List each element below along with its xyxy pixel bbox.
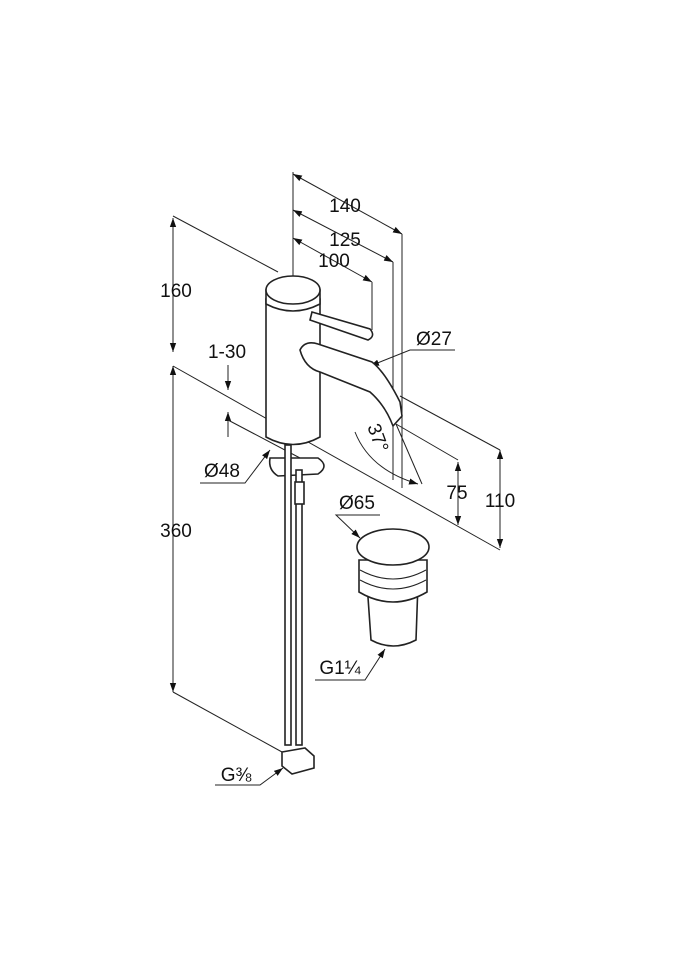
thread-g3-8: G⅜: [221, 765, 252, 786]
dim-d27: Ø27: [416, 329, 452, 350]
dim-125: 125: [329, 230, 361, 251]
dim-160: 160: [160, 281, 192, 302]
dim-d65: Ø65: [339, 493, 375, 514]
spout: [299, 342, 403, 428]
dim-75: 75: [446, 483, 467, 504]
dimension-lines: [169, 172, 504, 786]
dim-1-30: 1-30: [208, 342, 246, 363]
mounting-nut: [268, 457, 325, 477]
dim-100: 100: [318, 251, 350, 272]
dim-110: 110: [485, 491, 515, 512]
lever-handle: [309, 310, 374, 341]
supply-hoses: [281, 444, 315, 775]
dim-angle-37: 37°: [362, 421, 392, 455]
dim-140: 140: [329, 196, 361, 217]
faucet-body: [265, 275, 403, 477]
dim-360: 360: [160, 521, 192, 542]
dim-d48: Ø48: [204, 461, 240, 482]
thread-g1-1-4: G1¼: [319, 658, 361, 679]
hose-fitting: [281, 747, 315, 775]
pop-up-waste: [356, 528, 430, 647]
